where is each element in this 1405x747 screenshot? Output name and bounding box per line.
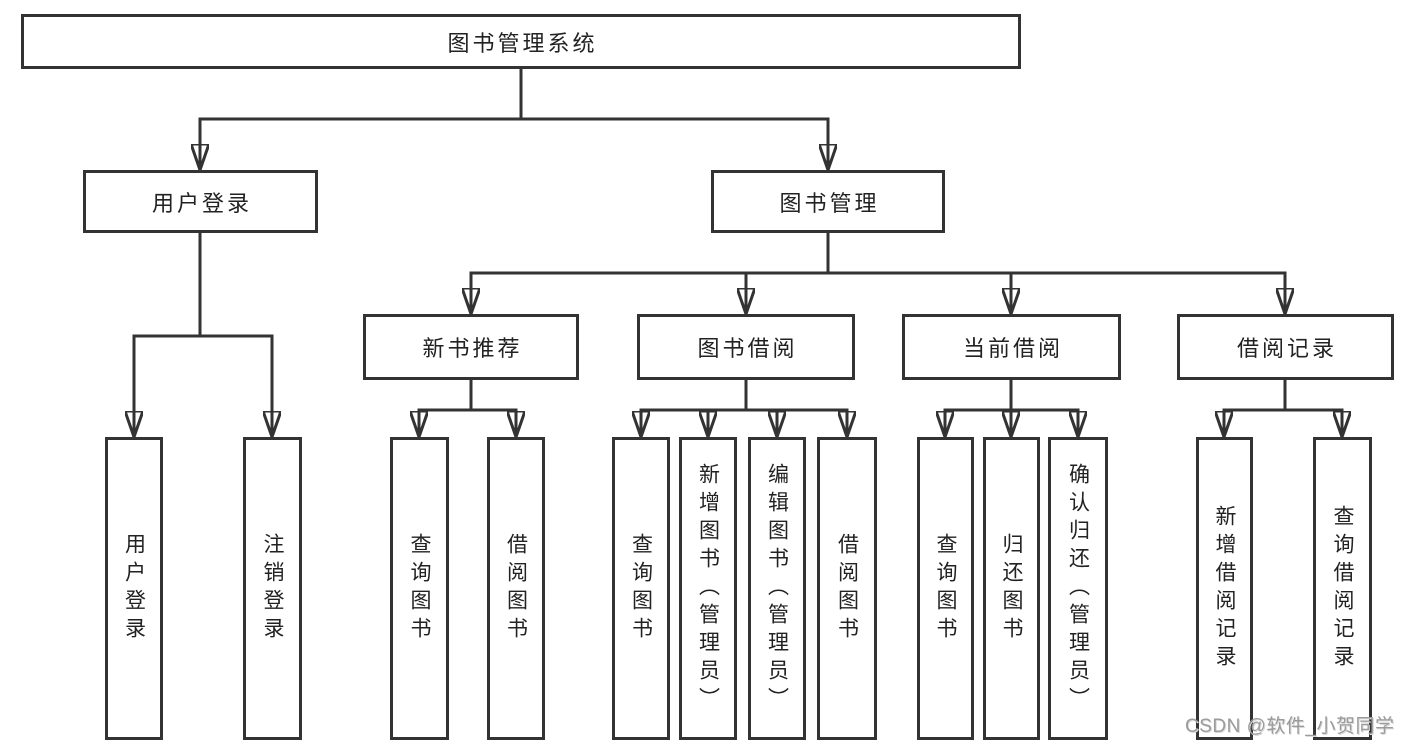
node-label: 归还图书 [1000,532,1023,645]
node-label: 查询图书 [408,532,431,645]
node-label: 借阅图书 [835,532,859,645]
node-current-borrowing: 当前借阅 [902,314,1121,380]
node-label: 新增图书（管理员） [696,462,720,715]
leaf-logout: 注销登录 [243,437,302,740]
node-label: 图书借阅 [697,336,798,361]
leaf-query-books-borrowing: 查询图书 [612,437,670,740]
leaf-user-login: 用户登录 [105,437,163,740]
node-label: 图书管理系统 [447,30,598,56]
node-label: 图书管理 [779,190,880,216]
leaf-edit-book-admin: 编辑图书（管理员） [748,437,806,740]
leaf-borrow-books-recommendation: 借阅图书 [487,437,545,740]
leaf-return-book: 归还图书 [983,437,1040,740]
leaf-query-books-recommendation: 查询图书 [390,437,449,740]
node-label: 用户登录 [122,532,146,645]
csdn-watermark: CSDN @软件_小贺同学 [1185,716,1395,737]
leaf-confirm-return-admin: 确认归还（管理员） [1048,437,1108,740]
node-label: 借阅记录 [1236,336,1337,361]
node-label: 编辑图书（管理员） [765,462,789,715]
node-label: 借阅图书 [504,532,528,645]
leaf-add-book-admin: 新增图书（管理员） [679,437,737,740]
leaf-query-books-current: 查询图书 [917,437,974,740]
node-book-borrowing: 图书借阅 [637,314,855,380]
node-borrowing-records: 借阅记录 [1177,314,1394,380]
leaf-borrow-books-borrowing: 借阅图书 [817,437,877,740]
node-label: 新书推荐 [422,336,523,361]
node-label: 查询图书 [629,532,653,645]
node-library-management-system: 图书管理系统 [21,14,1021,69]
node-new-book-recommendation: 新书推荐 [363,314,579,380]
node-label: 查询借阅记录 [1331,504,1354,673]
node-book-management: 图书管理 [711,170,945,233]
node-label: 注销登录 [261,532,284,645]
node-label: 确认归还（管理员） [1066,462,1090,715]
node-label: 用户登录 [151,190,252,216]
leaf-query-borrow-record: 查询借阅记录 [1313,437,1372,740]
leaf-add-borrow-record: 新增借阅记录 [1196,437,1253,740]
node-label: 新增借阅记录 [1213,504,1236,673]
node-user-login: 用户登录 [83,170,318,233]
node-label: 查询图书 [934,532,957,645]
node-label: 当前借阅 [962,336,1063,361]
